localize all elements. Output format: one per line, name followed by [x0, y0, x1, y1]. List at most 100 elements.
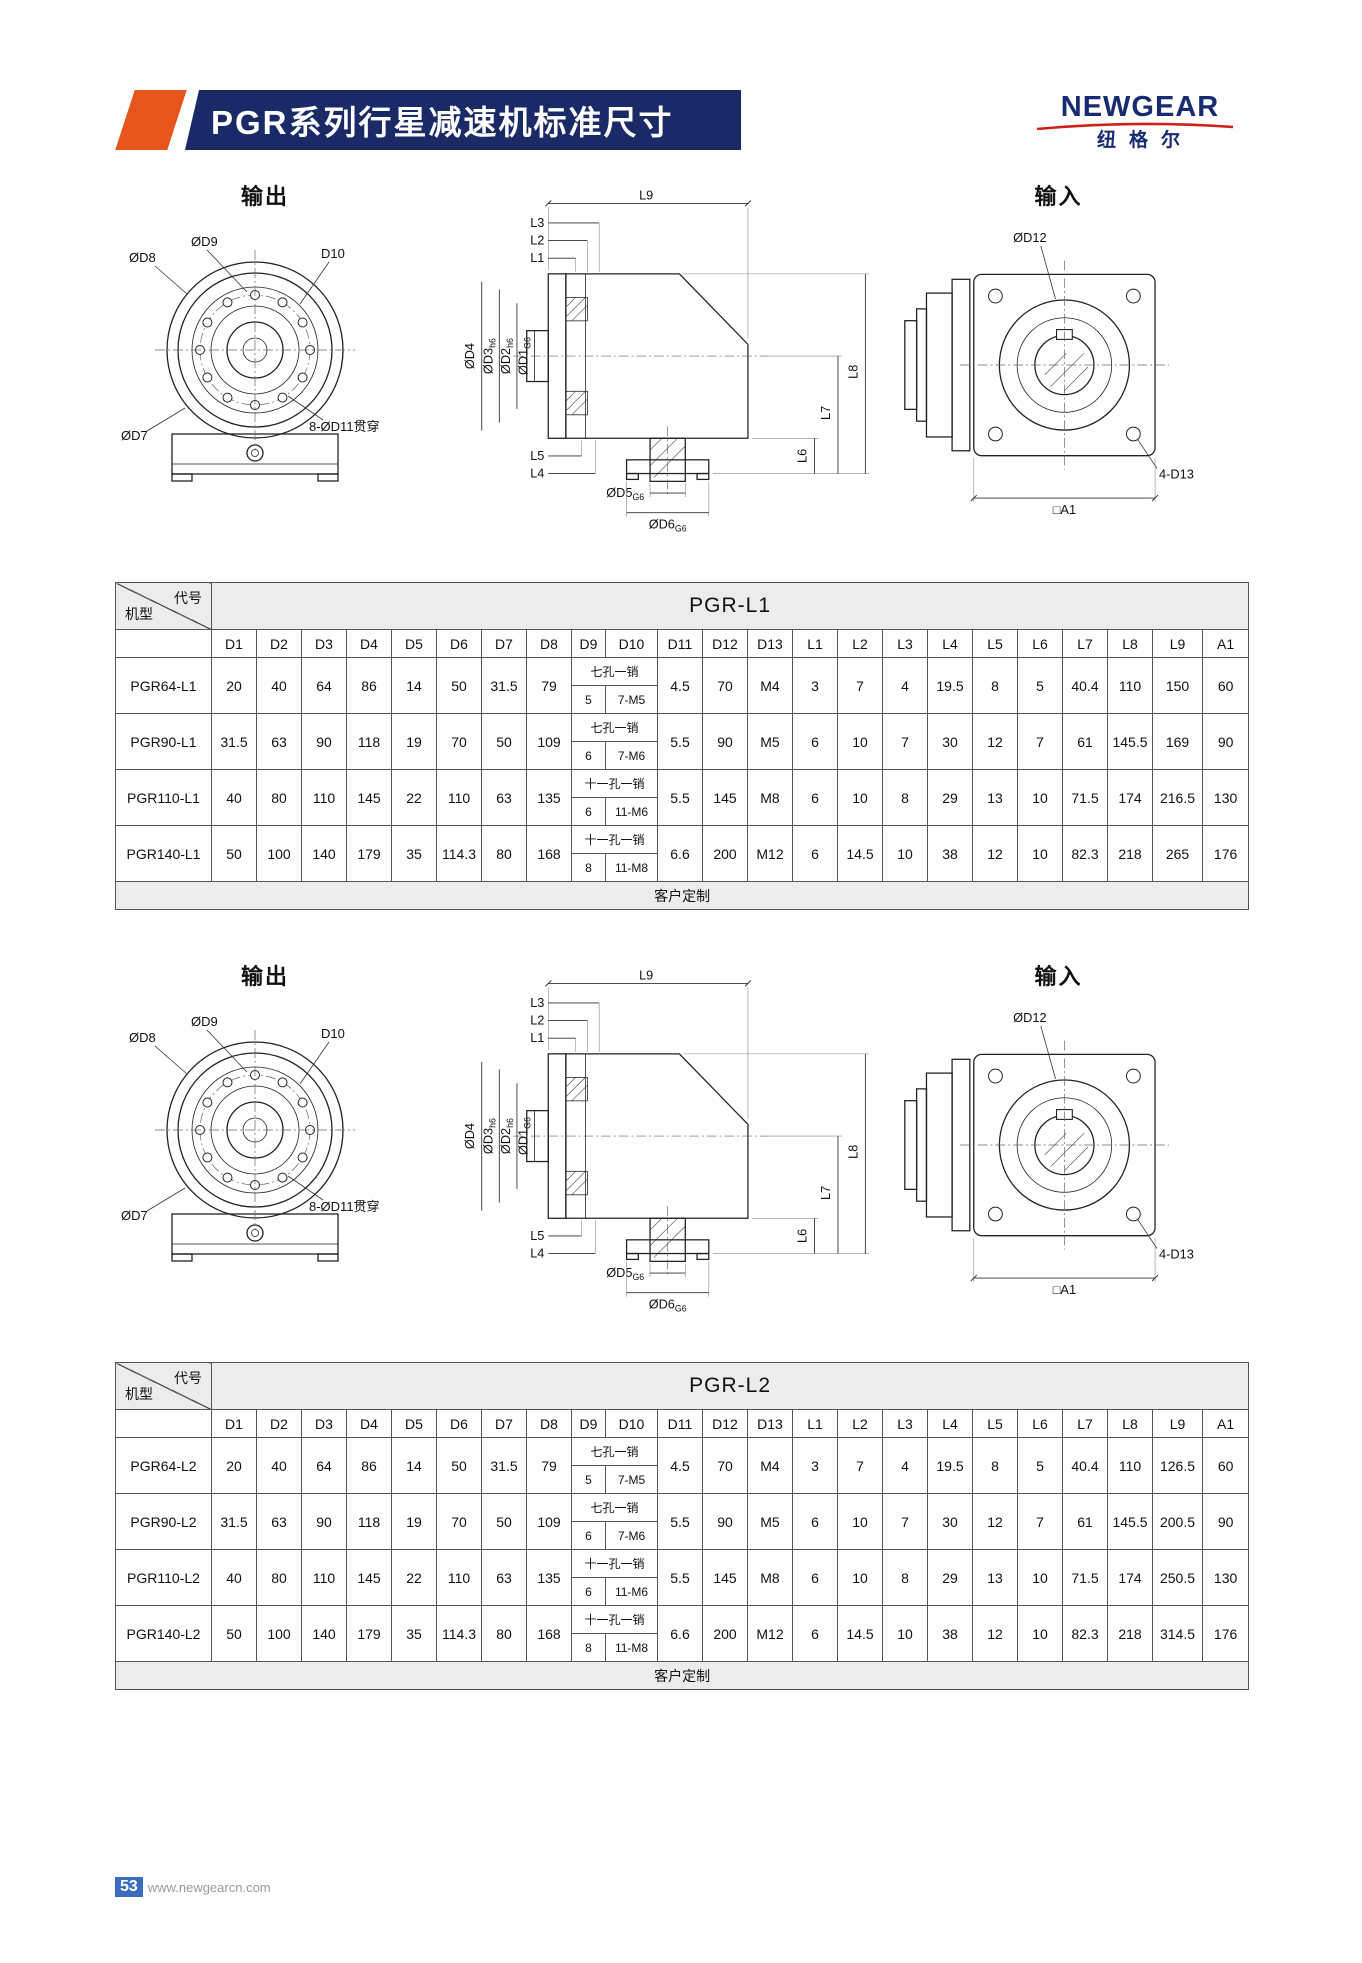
value-cell: 30	[927, 1493, 973, 1550]
value-cell: 80	[481, 1605, 527, 1662]
value-cell: 4.5	[657, 657, 703, 714]
value-cell: 314.5	[1152, 1605, 1203, 1662]
l8-label: L8	[846, 365, 861, 379]
value-cell: 63	[481, 769, 527, 826]
hole-note-cell: 十一孔一销	[571, 1549, 658, 1578]
column-header: L4	[927, 1409, 973, 1438]
website-link[interactable]: www.newgearcn.com	[147, 1879, 271, 1895]
value-cell: 179	[346, 825, 392, 882]
column-header: D5	[391, 1409, 437, 1438]
base-block	[171, 433, 339, 482]
value-cell: 250.5	[1152, 1549, 1203, 1606]
hole-note-cell: 七孔一销	[571, 713, 658, 742]
l4-label: L4	[530, 1245, 544, 1260]
value-cell: 63	[256, 713, 302, 770]
input-labels: ØD12 4-D13 □A1	[970, 1010, 1194, 1297]
value-cell: 19	[391, 1493, 437, 1550]
d8-label: ØD8	[129, 1030, 156, 1045]
d7-label: ØD7	[121, 1208, 148, 1223]
column-header: D9	[571, 629, 606, 658]
input-title: 输入	[1034, 964, 1083, 989]
side-section-drawing: L9 L3 L2 L1 ØD4 ØD3h6 ØD2h6 ØD1G6 L5 L4	[462, 187, 870, 533]
value-cell: 31.5	[211, 713, 257, 770]
d10-label: D10	[321, 1026, 345, 1041]
column-header: D4	[346, 1409, 392, 1438]
value-cell: 135	[526, 1549, 572, 1606]
base-block	[171, 1213, 339, 1262]
value-cell: 86	[346, 657, 392, 714]
value-cell: 109	[526, 1493, 572, 1550]
d4-label: ØD4	[462, 1123, 477, 1149]
orange-accent-shape	[115, 90, 187, 150]
side-section-drawing: L9 L3 L2 L1 ØD4 ØD3h6 ØD2h6 ØD1G6 L5 L4	[462, 967, 870, 1313]
value-cell: 110	[301, 769, 347, 826]
value-cell: 13	[972, 1549, 1018, 1606]
value-cell: 8	[972, 657, 1018, 714]
value-cell: 50	[436, 657, 482, 714]
value-cell: 174	[1107, 1549, 1153, 1606]
hole-note-cell: 十一孔一销	[571, 825, 658, 854]
d13-label: 4-D13	[1159, 1246, 1194, 1261]
value-cell: 29	[927, 1549, 973, 1606]
d12-label: ØD12	[1013, 230, 1046, 245]
title-row: 代号 机型 PGR-L2	[115, 1362, 1250, 1410]
value-cell: 265	[1152, 825, 1203, 882]
value-cell: 13	[972, 769, 1018, 826]
d9-cell: 6	[571, 797, 606, 826]
value-cell: 200.5	[1152, 1493, 1203, 1550]
value-cell: 35	[391, 1605, 437, 1662]
input-view: 输入 ØD12	[891, 964, 1226, 1302]
table-title: PGR-L2	[210, 1362, 1250, 1410]
l5-label: L5	[530, 1228, 544, 1243]
value-cell: 64	[301, 657, 347, 714]
value-cell: 4.5	[657, 1437, 703, 1494]
column-header: L7	[1062, 629, 1108, 658]
value-cell: 22	[391, 769, 437, 826]
value-cell: 63	[481, 1549, 527, 1606]
l5-label: L5	[530, 448, 544, 463]
column-header: L8	[1107, 1409, 1153, 1438]
column-header: D2	[256, 1409, 302, 1438]
corner-cell: 代号 机型	[115, 582, 212, 630]
value-cell: 7	[1017, 713, 1063, 770]
column-header: D10	[605, 1409, 658, 1438]
model-cell: PGR64-L2	[115, 1437, 212, 1494]
value-cell: 50	[436, 1437, 482, 1494]
output-front-labels: ØD8 ØD9 D10 ØD7 8-ØD11贯穿	[121, 234, 380, 443]
value-cell: 174	[1107, 769, 1153, 826]
d9-cell: 6	[571, 1577, 606, 1606]
l1-label: L1	[530, 1030, 544, 1045]
side-dimensions: L9 L3 L2 L1 ØD4 ØD3h6 ØD2h6 ØD1G6 L5 L4	[462, 967, 870, 1313]
side-view: L9 L3 L2 L1 ØD4 ØD3h6 ØD2h6 ØD1G6 L5 L4	[423, 964, 883, 1316]
d1-label: ØD1G6	[516, 337, 533, 375]
value-cell: 8	[972, 1437, 1018, 1494]
model-cell: PGR110-L1	[115, 769, 212, 826]
d10-cell: 11-M6	[605, 797, 658, 826]
drawing-section-l1: 输出	[115, 184, 1245, 552]
value-cell: 22	[391, 1549, 437, 1606]
model-cell: PGR140-L1	[115, 825, 212, 882]
column-header: D3	[301, 1409, 347, 1438]
value-cell: 12	[972, 1493, 1018, 1550]
value-cell: 110	[1107, 657, 1153, 714]
value-cell: 19	[391, 713, 437, 770]
column-header: D12	[702, 1409, 748, 1438]
value-cell: 5.5	[657, 1549, 703, 1606]
d10-cell: 11-M8	[605, 853, 658, 882]
l9-label: L9	[639, 967, 653, 982]
value-cell: 130	[1201, 1549, 1250, 1606]
value-cell: 3	[792, 657, 838, 714]
model-cell: PGR64-L1	[115, 657, 212, 714]
column-header: D7	[481, 629, 527, 658]
value-cell: 145.5	[1107, 713, 1153, 770]
value-cell: 5	[1017, 1437, 1063, 1494]
value-cell: 110	[1107, 1437, 1153, 1494]
column-header: D5	[391, 629, 437, 658]
l7-label: L7	[818, 1186, 833, 1200]
l2-label: L2	[530, 1013, 544, 1028]
value-cell: 150	[1152, 657, 1203, 714]
